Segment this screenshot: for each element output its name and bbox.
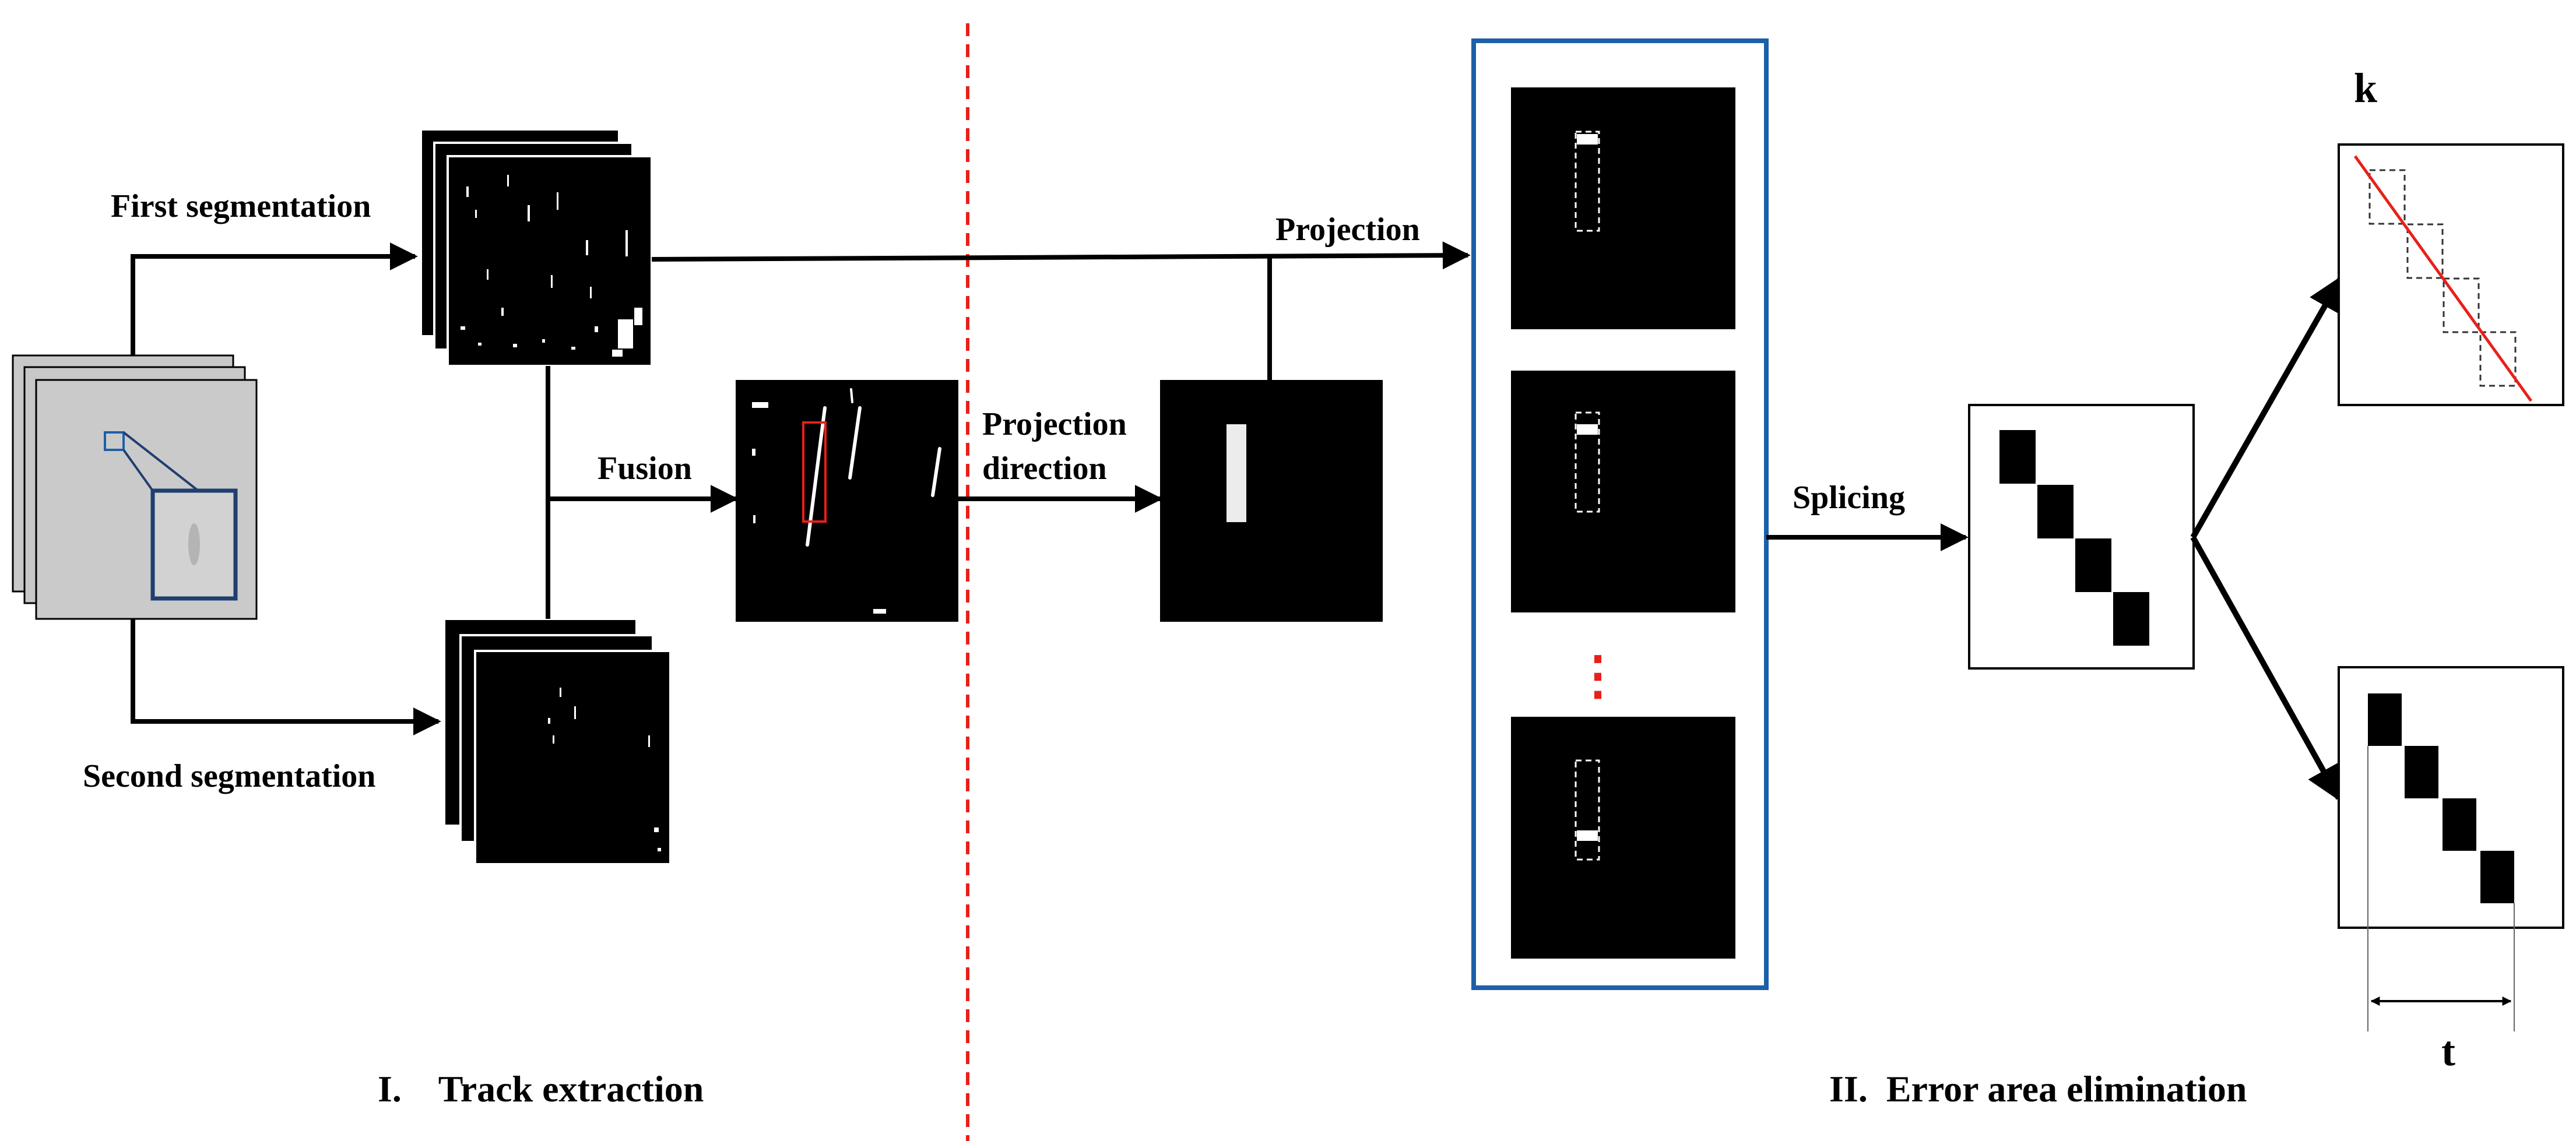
projection-label: Projection	[1275, 212, 1420, 248]
fusion-result-image	[736, 380, 958, 622]
first-branch-arrow	[131, 242, 418, 355]
section-title-error-area-elimination: II. Error area elimination	[1829, 1068, 2247, 1110]
projection-direction-label-line1: Projection	[982, 406, 1127, 442]
projection-frame-1	[1511, 87, 1735, 329]
projection-panel	[1471, 38, 1769, 990]
second-branch-arrow	[131, 619, 441, 735]
projection-direction-label-line2: direction	[982, 450, 1107, 487]
slope-fit-line	[2353, 155, 2533, 402]
fusion-label: Fusion	[598, 450, 692, 487]
first-segmentation-stack	[420, 128, 653, 367]
section-title-track-extraction: I. Track extraction	[378, 1068, 704, 1110]
zoomed-detail-inset	[150, 488, 238, 601]
projection-line	[651, 241, 1471, 270]
splicing-label: Splicing	[1793, 480, 1905, 516]
time-branch-arrow	[2190, 536, 2342, 802]
slope-branch-arrow	[2190, 275, 2343, 539]
second-segmentation-label: Second segmentation	[83, 758, 375, 794]
zoom-source-box	[104, 431, 125, 451]
spliced-result-image	[1968, 404, 2195, 670]
first-segmentation-label: First segmentation	[111, 188, 371, 224]
duration-t-image	[2338, 666, 2564, 1031]
input-image-stack	[12, 354, 258, 620]
second-segmentation-stack	[443, 618, 672, 865]
slope-k-image	[2338, 143, 2564, 406]
slope-k-label: k	[2354, 65, 2377, 111]
duration-t-label: t	[2441, 1028, 2455, 1075]
projection-frame-2	[1511, 371, 1735, 612]
track-highlight-box	[802, 421, 827, 523]
ellipsis-dots: ⋮	[1572, 647, 1624, 705]
projection-direction-image	[1160, 380, 1383, 622]
projection-frame-n	[1511, 717, 1735, 959]
